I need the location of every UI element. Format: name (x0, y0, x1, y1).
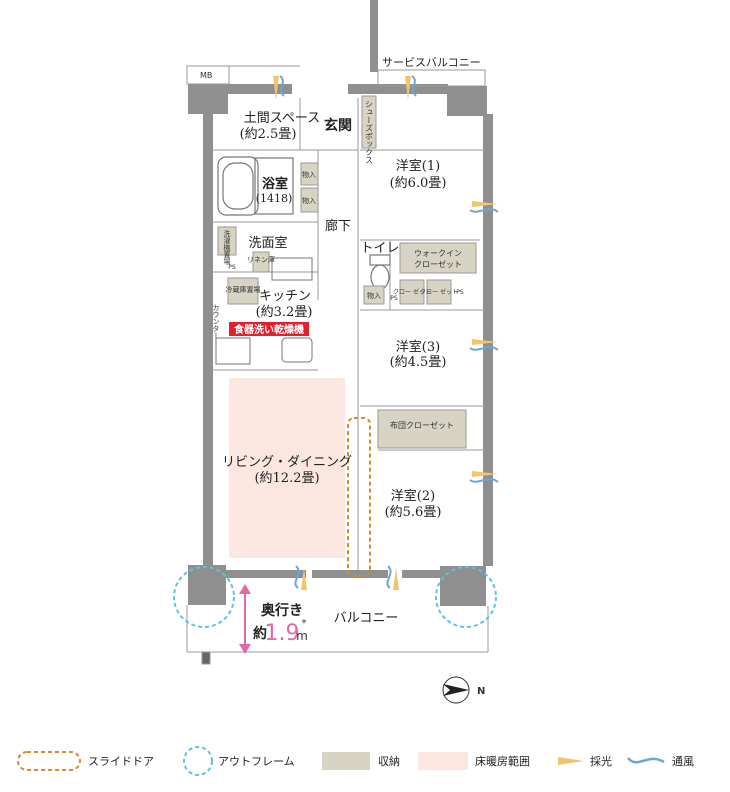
label-ps2: PS (390, 295, 398, 302)
label-closet2: クロー ゼット (420, 288, 458, 296)
label-wic-line1: ウォークイン (414, 249, 462, 258)
label-depth-value: 1.9 (265, 621, 300, 646)
legend-ventilation-symbol (627, 757, 665, 764)
label-depth-unit: m (296, 629, 308, 643)
label-western1-name: 洋室(1) (396, 158, 440, 174)
marker-western1-side (469, 201, 499, 213)
legend-out-frame-symbol (183, 746, 213, 776)
marker-doma (273, 75, 285, 100)
legend-slide-door-symbol (17, 751, 81, 771)
washbasin (271, 257, 313, 281)
label-north: N (477, 686, 485, 697)
label-dishwasher: 食器洗い乾燥機 (233, 323, 304, 336)
label-depth-note: * (302, 618, 307, 629)
label-balcony: バルコニー (334, 611, 399, 626)
label-bath-size: (1418) (256, 192, 293, 205)
marker-living-bottom (294, 565, 307, 590)
bathtub (217, 156, 294, 216)
label-kitchen-size: (約3.2畳) (256, 305, 313, 320)
label-hallway: 廊下 (325, 218, 351, 234)
legend-floor-heating-label: 床暖房範囲 (475, 754, 530, 768)
label-washroom: 洗面室 (248, 235, 287, 251)
marker-western2-bottom (386, 565, 399, 590)
label-kitchen-name: キッチン (259, 289, 311, 304)
label-doma-name: 土間スペース (244, 111, 320, 126)
label-living-name: リビング・ダイニング (222, 455, 352, 470)
label-fridge: 冷蔵庫置場 (226, 285, 261, 294)
label-mb: MB (200, 71, 212, 80)
stove (215, 337, 251, 365)
outlines (186, 65, 489, 665)
marker-western3-side (469, 339, 499, 351)
label-western3-name: 洋室(3) (396, 339, 440, 355)
label-western2-name: 洋室(2) (391, 488, 435, 504)
label-storage1: 物入 (302, 170, 316, 179)
label-storage2: 物入 (302, 196, 316, 205)
outer-walls (188, 0, 493, 606)
toilet-fixture (369, 254, 391, 290)
label-western1-size: (約6.0畳) (390, 176, 447, 191)
label-ps3: PS (456, 289, 464, 296)
label-shoes-box: シューズボックス (365, 100, 374, 164)
label-doma-size: (約2.5畳) (240, 127, 297, 142)
label-living-size: (約12.2畳) (254, 471, 319, 486)
legend-slide-door-label: スライドドア (88, 755, 154, 768)
legend-out-frame-label: アウトフレーム (218, 755, 295, 768)
legend-floor-heating-symbol (418, 752, 468, 770)
label-counter: カウンター (212, 304, 220, 339)
dishwasher-badge (229, 322, 309, 336)
label-wic-line2: クローゼット (414, 259, 462, 269)
legend-storage-symbol (322, 752, 370, 770)
legend-ventilation-label: 通風 (672, 755, 694, 768)
label-service-balcony: サービスバルコニー (382, 56, 481, 69)
label-genkan: 玄関 (324, 117, 352, 134)
label-closet1: クロー ゼット (393, 288, 431, 296)
depth-arrow (239, 584, 251, 654)
daylight-ventilation-markers (273, 75, 499, 590)
storage-areas (217, 95, 477, 449)
compass-icon (442, 676, 470, 704)
label-futon-closet: 布団クローゼット (390, 420, 454, 430)
legend-daylight-symbol (558, 757, 584, 765)
label-western2-size: (約5.6畳) (385, 505, 442, 520)
label-storage3: 物入 (367, 291, 381, 300)
label-western3-size: (約4.5畳) (390, 355, 447, 370)
slide-doors (17, 417, 371, 771)
legend-daylight-label: 採光 (590, 754, 612, 768)
label-depth-prefix: 約 (253, 625, 267, 642)
out-frames (173, 566, 497, 776)
kitchen-sink (281, 337, 313, 363)
marker-western1-top (405, 75, 417, 100)
label-linen: リネン庫 (247, 255, 275, 264)
marker-western2-side (469, 471, 499, 483)
label-washer: 洗濯機置場 (223, 229, 231, 266)
floor-heating-area (229, 378, 345, 558)
label-ps1: PS (228, 264, 236, 271)
label-depth: 奥行き (261, 602, 303, 619)
legend-storage-label: 収納 (378, 755, 400, 768)
label-toilet: トイレ (360, 241, 399, 256)
label-bath-name: 浴室 (262, 176, 288, 192)
